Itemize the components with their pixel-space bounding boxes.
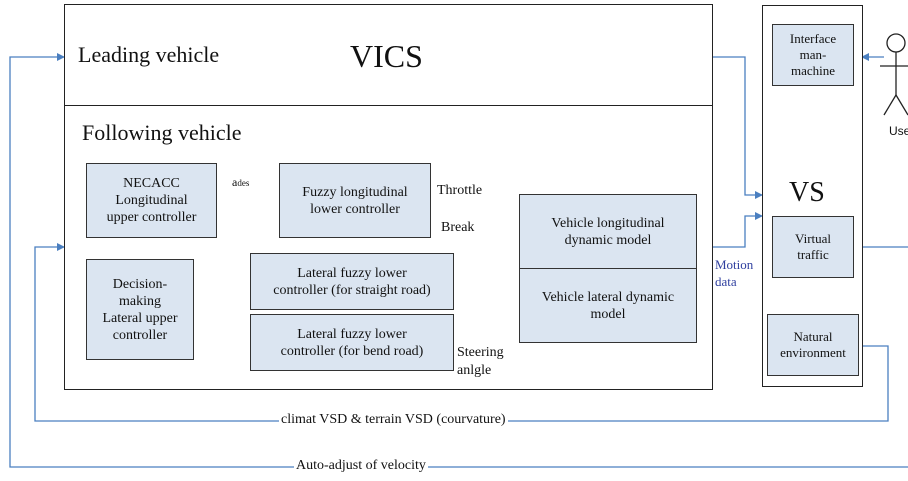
user-label: Use — [889, 124, 908, 138]
fuzzy-longitudinal-controller-block: Fuzzy longitudinal lower controller — [279, 163, 431, 238]
motion-data-label: Motion data — [715, 257, 754, 289]
interface-man-machine-block: Interface man- machine — [772, 24, 854, 86]
ades-signal-subscript: des — [237, 178, 250, 188]
throttle-label: Throttle — [437, 183, 483, 198]
following-vehicle-label: Following vehicle — [82, 120, 242, 145]
decision-making-block: Decision- making Lateral upper controlle… — [86, 259, 194, 360]
user-icon — [880, 33, 908, 116]
leading-following-divider — [64, 105, 713, 106]
climat-terrain-feedback-label: climat VSD & terrain VSD (courvature) — [279, 412, 508, 428]
vics-to-vs-line — [712, 56, 763, 199]
necacc-controller-block: NECACC Longitudinal upper controller — [86, 163, 217, 238]
steering-angle-label: Steering anlgle — [457, 345, 504, 378]
auto-adjust-feedback-line — [9, 53, 908, 468]
lateral-straight-controller-block: Lateral fuzzy lower controller (for stra… — [250, 253, 454, 310]
virtual-traffic-block: Virtual traffic — [772, 216, 854, 278]
natural-environment-block: Natural environment — [767, 314, 859, 376]
leading-vehicle-label: Leading vehicle — [78, 42, 220, 67]
motion-data-line — [712, 212, 763, 248]
vehicle-longitudinal-model-block: Vehicle longitudinal dynamic model — [519, 194, 697, 269]
vics-title: VICS — [350, 38, 423, 74]
vehicle-lateral-model-block: Vehicle lateral dynamic model — [519, 268, 697, 343]
lateral-bend-controller-block: Lateral fuzzy lower controller (for bend… — [250, 314, 454, 371]
break-label: Break — [441, 220, 475, 235]
auto-adjust-velocity-label: Auto-adjust of velocity — [294, 458, 428, 474]
vs-title: VS — [789, 177, 825, 208]
ades-signal-symbol: a — [232, 175, 238, 189]
ades-signal-label: ades — [232, 175, 249, 190]
